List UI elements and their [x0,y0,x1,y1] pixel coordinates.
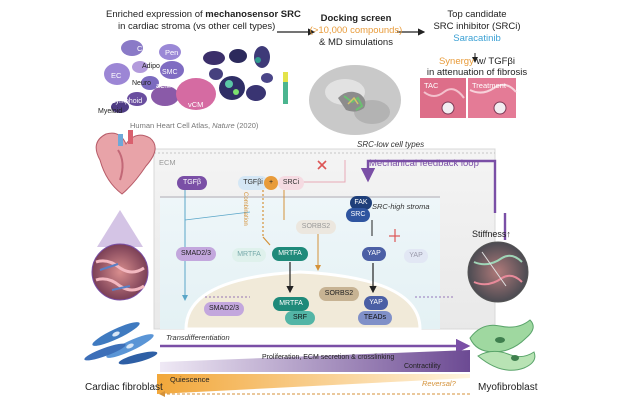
atlas-label-myeloid: Myeloid [98,108,123,115]
smad-cyto-node: SMAD2/3 [176,247,216,261]
mrtfa-node: MRTFA [272,247,308,261]
sorbs2-faded-node: SORBS2 [296,220,336,234]
tac-label: TAC [424,81,439,90]
atlas-label-acm: aCM [156,83,171,90]
teads-node: TEADs [358,311,392,325]
candidate-line2: SRC inhibitor (SRCi) [433,21,521,32]
drug-name: Saracatinib [453,33,501,44]
mrtfa-nuc-node: MRTFA [273,297,309,311]
fak-node: FAK [350,196,372,210]
atlas-label-vcm: vCM [188,100,204,109]
synergy-word: Synergy [438,56,474,67]
docking-compounds: (>10,000 compounds) [309,25,403,36]
yap-nuc-node: YAP [364,296,388,310]
atlas-umap [104,40,288,113]
cardiac-fibroblast-cells [84,322,158,365]
src-low-label: SRC-low cell types [357,140,425,149]
atlas-caption-year: (2020) [234,121,259,130]
tgfbi-node: TGFβi [238,176,268,190]
mrtfa-faded-node: MRTFA [232,248,266,262]
srci-node: SRCi [278,176,304,190]
myo-label: Myofibroblast [478,382,538,393]
synergy-line: Synergy w/ TGFβi [414,57,540,67]
stiffness-label: Stiffness↑ [472,229,511,239]
atlas-label-neuro: Neuro [132,80,152,87]
panel1-title-line1: Enriched expression of mechanosensor SRC [106,10,301,20]
feedback-label: Mechanical feedback loop [369,158,479,169]
panel1-prefix: Enriched expression of [106,9,206,20]
yap-cyto-node: YAP [362,247,386,261]
sorbs2-nuc-node: SORBS2 [319,287,359,301]
quiescence-label: Quiescence [170,375,210,384]
atlas-caption-journal: Nature [212,121,235,130]
src-high-label: SRC-high stroma [372,202,430,211]
myofibroblast-cells [469,319,536,371]
atlas-label-cf: CF [137,44,147,53]
treatment-label: Treatment [472,81,506,90]
docking-surface [309,65,401,135]
atlas-caption-main: Human Heart Cell Atlas, [130,121,213,130]
atlas-caption: Human Heart Cell Atlas, Nature (2020) [130,121,258,131]
prolif-label: Proliferation, ECM secretion & crosslink… [262,354,395,361]
atlas-label-lymphoid: Lymphoid [112,98,143,105]
heart-illustration [95,130,156,195]
docking-title: Docking screen [320,13,392,24]
reversal-label: Reversal? [422,379,456,388]
smad-nuc-node: SMAD2/3 [204,302,244,316]
atlas-label-pen: Pen [165,48,179,57]
atlas-label-ec: EC [111,71,122,80]
plus-node: + [264,176,278,190]
panel1-title-line2: in cardiac stroma (vs other cell types) [118,21,276,32]
src-node: SRC [346,208,370,222]
ecm-label: ECM [159,158,176,167]
combination-label: Combination [242,192,248,226]
atlas-label-adipo: Adipo [142,63,160,70]
transdiff-label: Transdifferentiation [166,333,230,342]
panel1-bold: mechanosensor SRC [205,9,301,20]
synergy-rest: w/ TGFβi [473,56,516,67]
yap-faded-node: YAP [404,249,428,263]
srf-node: SRF [285,311,315,325]
histology-images [420,78,517,118]
cf-label: Cardiac fibroblast [85,382,163,393]
atlas-label-smc: SMC [162,69,178,76]
contract-label: Contractility [404,363,441,370]
candidate-line1: Top candidate [447,9,507,20]
fibrosis-line: in attenuation of fibrosis [426,67,528,78]
docking-md: & MD simulations [319,37,393,48]
tgfb-ligand-node: TGFβ [177,176,207,190]
